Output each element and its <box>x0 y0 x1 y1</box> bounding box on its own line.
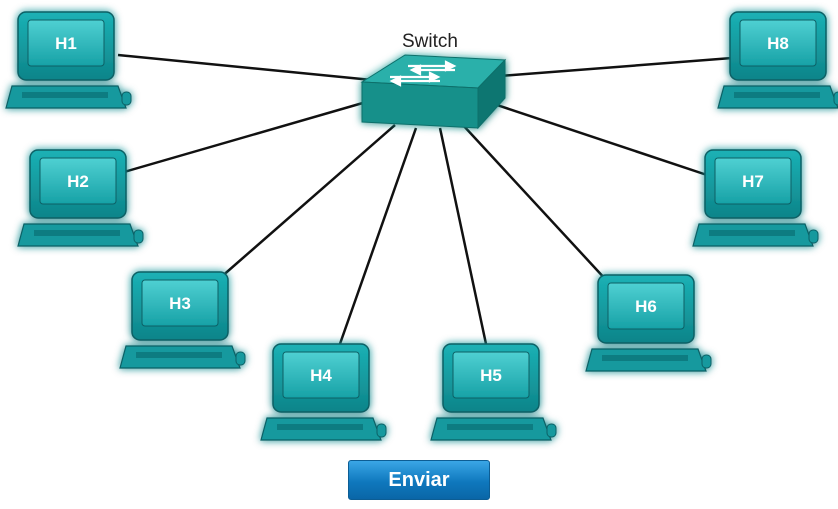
computer-h5-icon: H5 <box>430 343 557 441</box>
host-label-h4: H4 <box>310 366 332 385</box>
cable-h3 <box>211 124 396 286</box>
cable-h2 <box>123 96 381 174</box>
computer-h6-icon: H6 <box>585 274 712 372</box>
host-label-h1: H1 <box>55 34 77 53</box>
computer-h3-icon: H3 <box>119 271 246 369</box>
host-label-h7: H7 <box>742 172 764 191</box>
cable-h6 <box>461 123 621 296</box>
cable-h7 <box>493 102 723 182</box>
switch-label: Switch <box>402 31 458 52</box>
cable-h1 <box>117 53 373 82</box>
computer-h1-icon: H1 <box>5 11 132 109</box>
cable-h8 <box>499 55 746 78</box>
send-button[interactable]: Enviar <box>348 460 490 500</box>
cable-h4 <box>333 127 418 359</box>
computer-h7-icon: H7 <box>692 149 819 247</box>
host-label-h2: H2 <box>67 172 89 191</box>
host-label-h8: H8 <box>767 34 789 53</box>
computer-h8-icon: H8 <box>717 11 838 109</box>
computer-h2-icon: H2 <box>17 149 144 247</box>
host-label-h3: H3 <box>169 294 191 313</box>
host-label-h6: H6 <box>635 297 657 316</box>
switch-icon <box>360 54 507 130</box>
computer-h4-icon: H4 <box>260 343 387 441</box>
host-label-h5: H5 <box>480 366 502 385</box>
cable-h5 <box>438 127 491 359</box>
cables <box>117 53 746 359</box>
